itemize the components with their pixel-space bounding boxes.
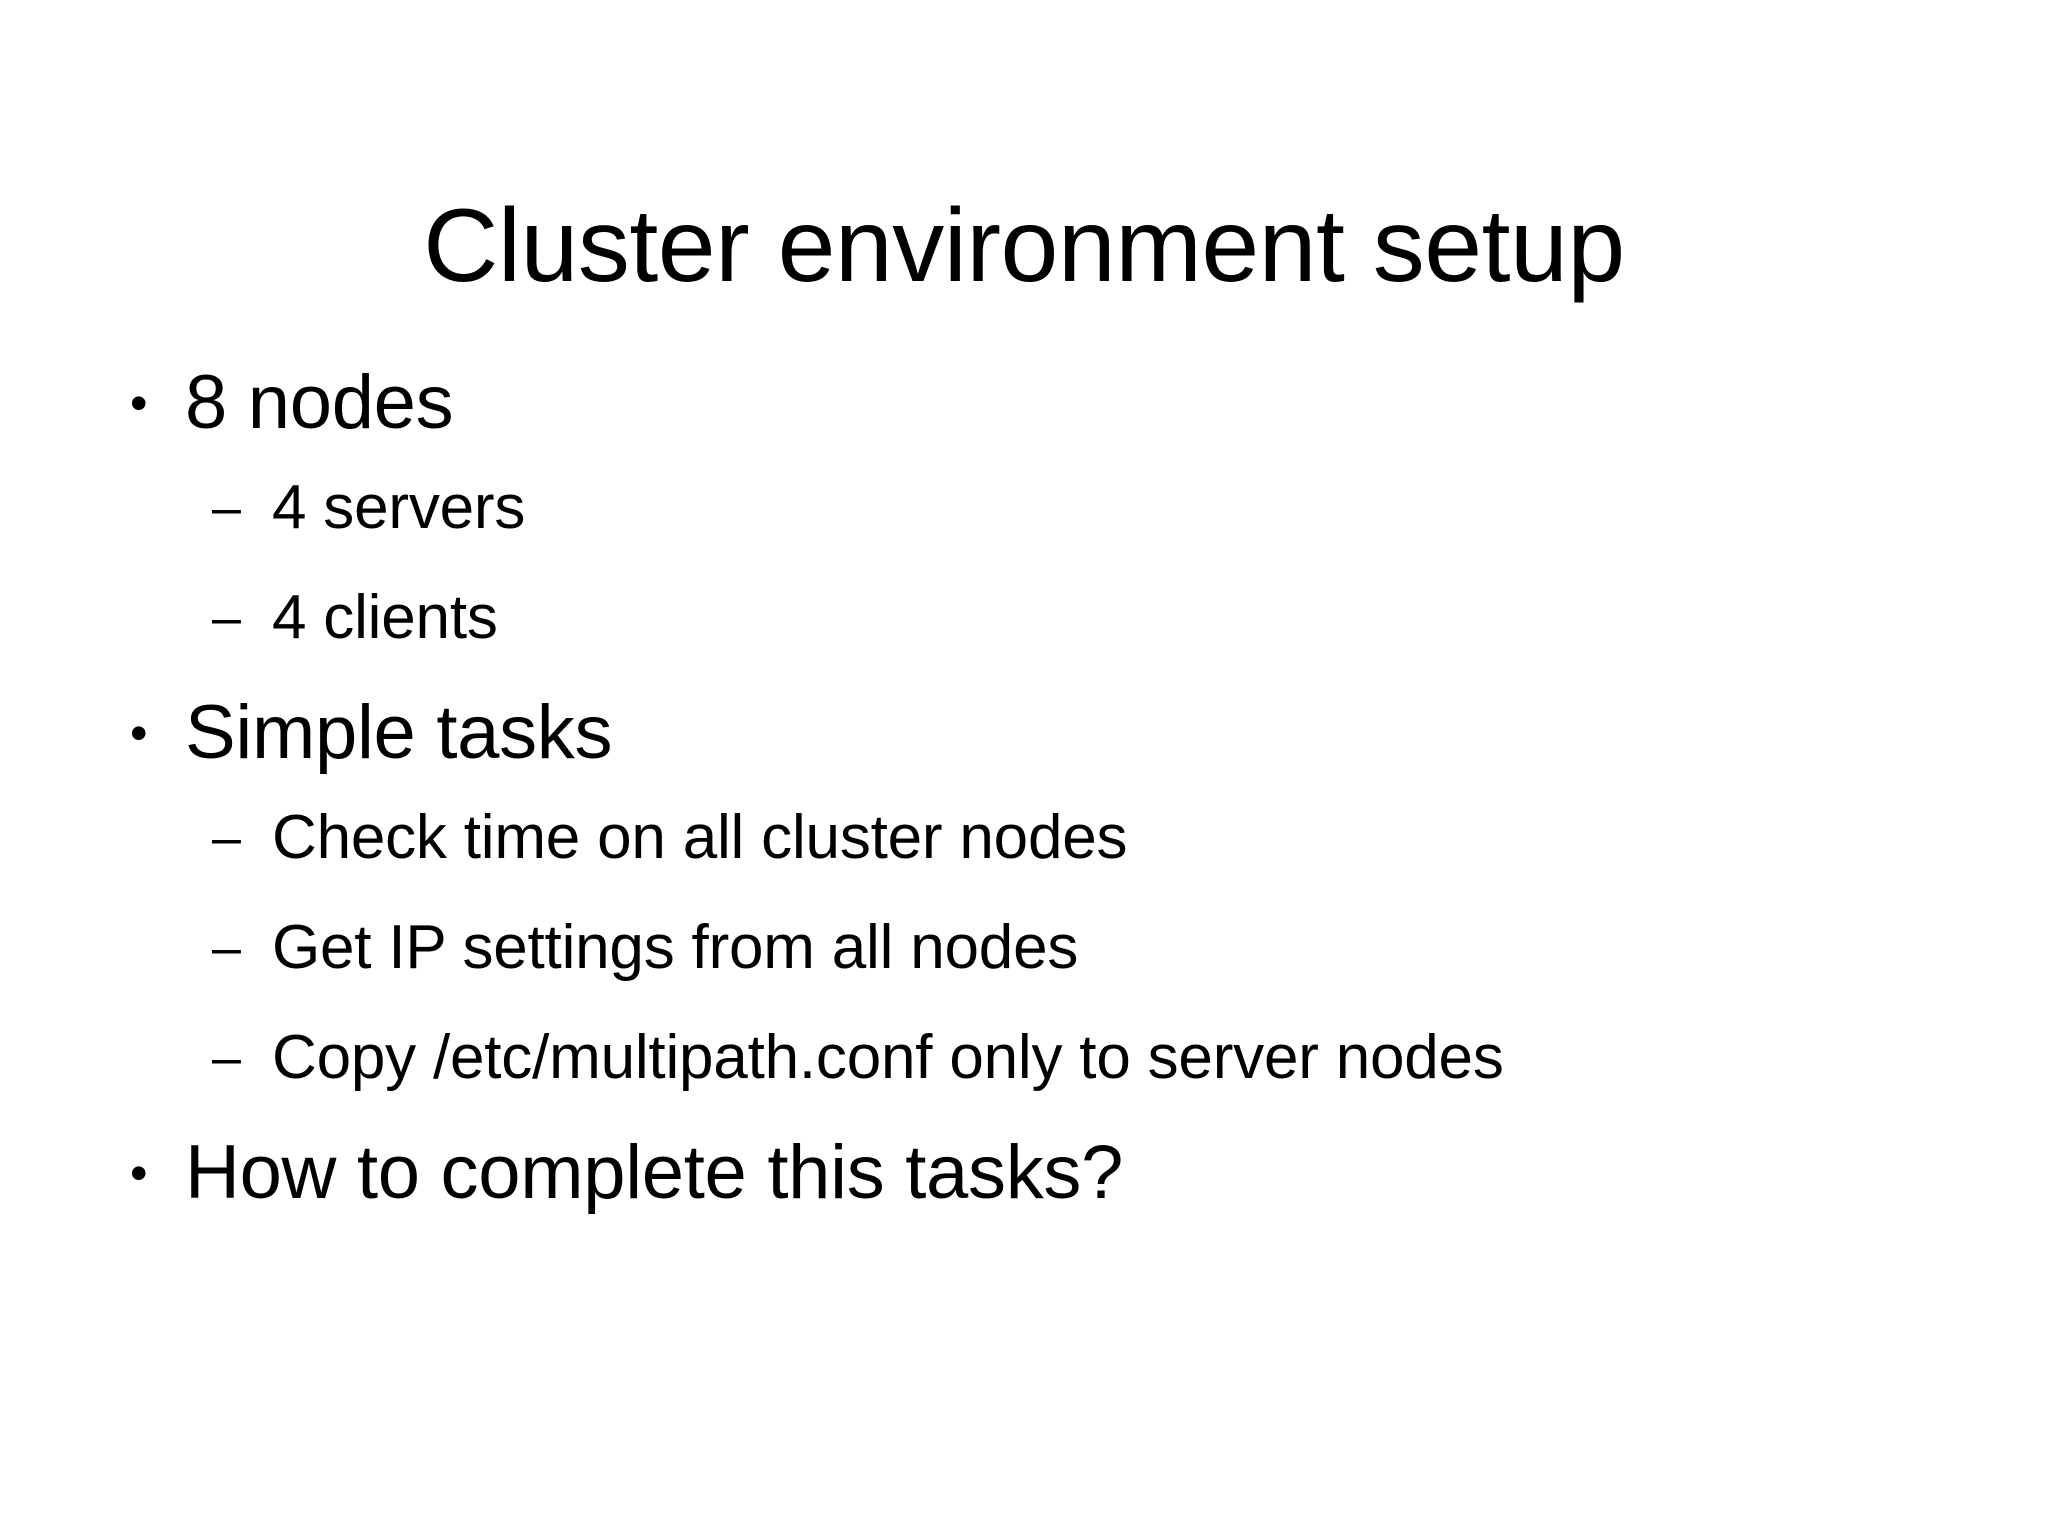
bullet-dash-icon: – — [212, 919, 241, 977]
bullet-dash-icon: – — [212, 589, 241, 647]
sub-bullet-item-4-servers: – 4 servers — [0, 465, 2048, 551]
bullet-item-8-nodes: • 8 nodes — [0, 355, 2048, 451]
bullet-item-simple-tasks: • Simple tasks — [0, 685, 2048, 781]
sub-bullet-label: Copy /etc/multipath.conf only to server … — [272, 1023, 1504, 1092]
sub-bullet-list-tasks: – Check time on all cluster nodes – Get … — [0, 795, 2048, 1101]
sub-bullet-item-check-time: – Check time on all cluster nodes — [0, 795, 2048, 881]
bullet-dash-icon: – — [212, 809, 241, 867]
bullet-label: How to complete this tasks? — [185, 1130, 1124, 1215]
bullet-label: Simple tasks — [185, 690, 613, 775]
sub-bullet-item-get-ip-settings: – Get IP settings from all nodes — [0, 905, 2048, 991]
sub-bullet-label: 4 servers — [272, 473, 526, 542]
bullet-item-how-to-complete: • How to complete this tasks? — [0, 1125, 2048, 1221]
bullet-dash-icon: – — [212, 479, 241, 537]
sub-bullet-label: Check time on all cluster nodes — [272, 803, 1128, 872]
slide-title: Cluster environment setup — [423, 187, 1625, 304]
bullet-group-how-to-complete: • How to complete this tasks? — [0, 1125, 2048, 1221]
sub-bullet-item-copy-multipath-conf: – Copy /etc/multipath.conf only to serve… — [0, 1015, 2048, 1101]
bullet-list: • 8 nodes – 4 servers – 4 clients — [0, 355, 2048, 1221]
bullet-dot-icon: • — [130, 705, 148, 761]
sub-bullet-list-nodes: – 4 servers – 4 clients — [0, 465, 2048, 661]
bullet-dash-icon: – — [212, 1029, 241, 1087]
sub-bullet-item-4-clients: – 4 clients — [0, 575, 2048, 661]
bullet-dot-icon: • — [130, 375, 148, 431]
bullet-dot-icon: • — [130, 1145, 148, 1201]
bullet-group-nodes: • 8 nodes – 4 servers – 4 clients — [0, 355, 2048, 661]
sub-bullet-label: 4 clients — [272, 583, 498, 652]
sub-bullet-label: Get IP settings from all nodes — [272, 913, 1079, 982]
bullet-label: 8 nodes — [185, 360, 454, 445]
bullet-group-simple-tasks: • Simple tasks – Check time on all clust… — [0, 685, 2048, 1101]
slide-body: • 8 nodes – 4 servers – 4 clients — [0, 355, 2048, 1221]
